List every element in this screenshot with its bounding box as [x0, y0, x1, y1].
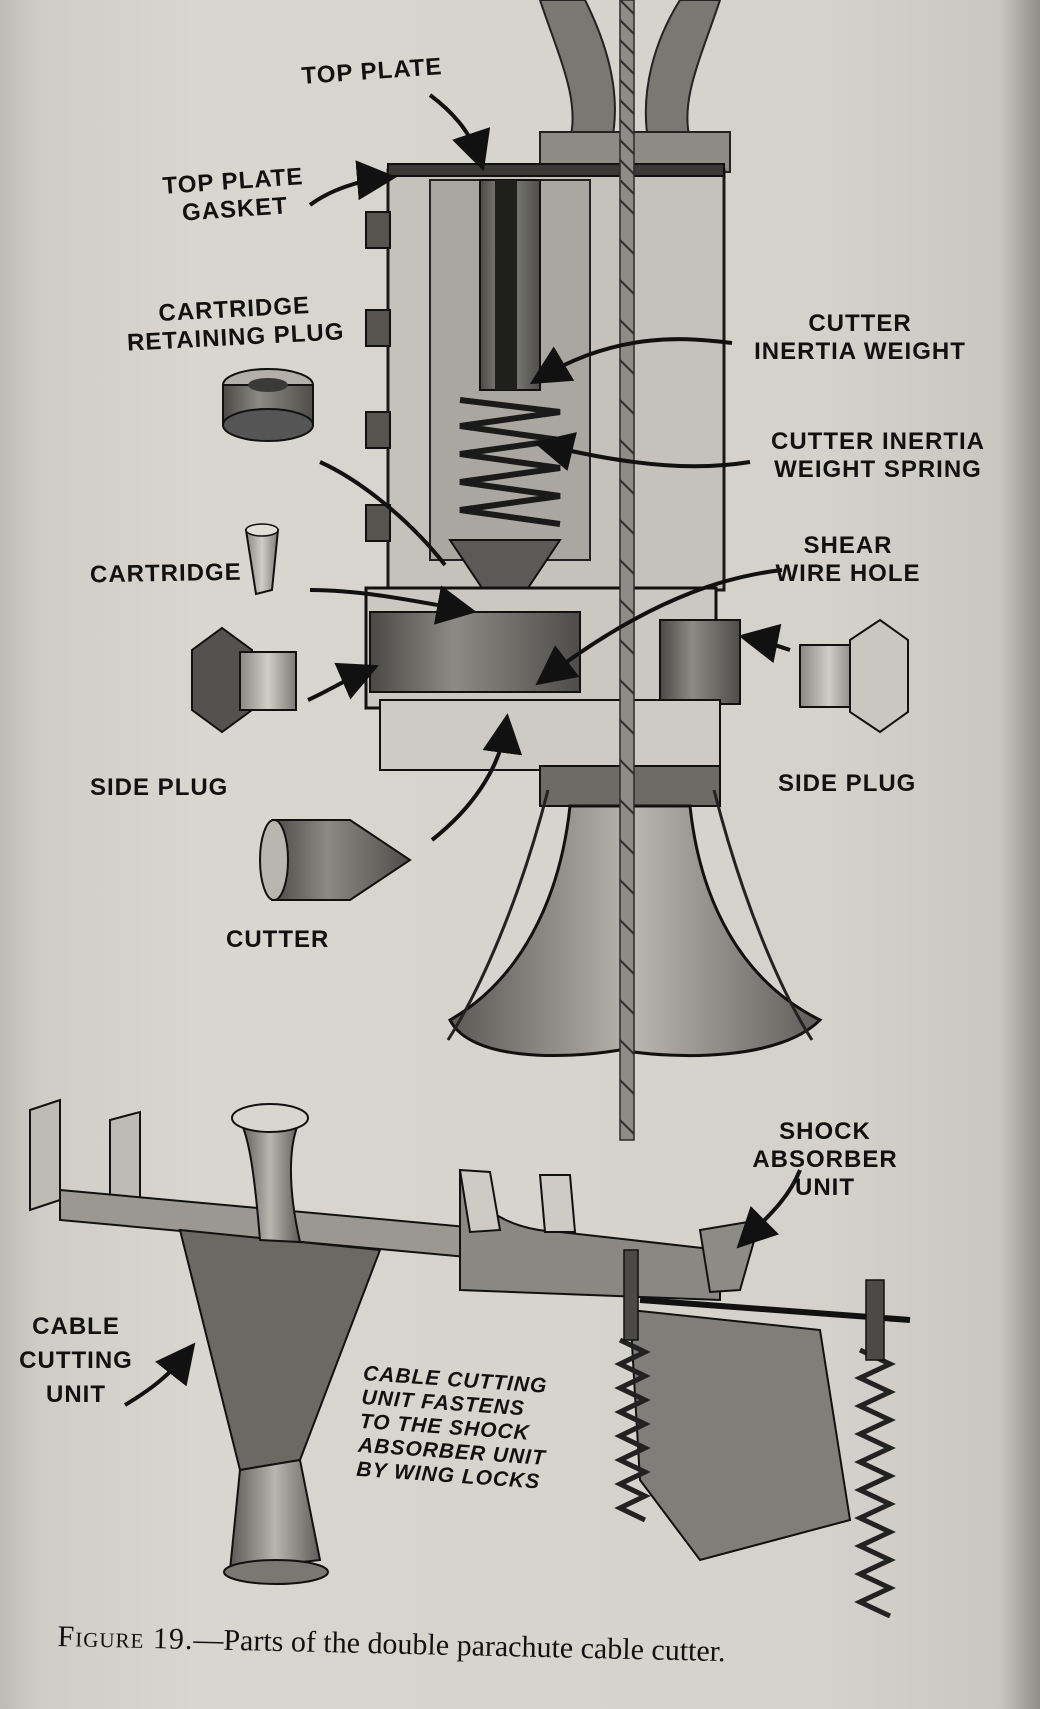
label-side-plug-right: SIDE PLUG: [778, 770, 917, 797]
label-shear-wire-hole: SHEAR WIRE HOLE: [775, 532, 921, 587]
cartridge-part: [244, 523, 280, 596]
upper-arms: [538, 0, 731, 173]
cutter-part: [259, 819, 412, 901]
cable-cutting-unit-part: [29, 1098, 501, 1585]
label-cartridge: CARTRIDGE: [89, 558, 242, 589]
figure-number: Figure 19.: [57, 1620, 194, 1657]
label-side-plug-left: SIDE PLUG: [90, 774, 229, 801]
cable: [619, 0, 635, 1141]
fastening-note: CABLE CUTTING UNIT FASTENS TO THE SHOCK …: [355, 1362, 549, 1494]
label-cutter: CUTTER: [226, 926, 330, 953]
label-top-plate-gasket: TOP PLATE GASKET: [161, 163, 305, 227]
cartridge-retaining-plug-part: [222, 368, 314, 442]
side-plug-left-part: [191, 626, 297, 734]
cross-block: [364, 586, 741, 771]
label-shock-absorber-unit: SHOCK ABSORBER UNIT: [752, 1118, 898, 1201]
label-cable-cutting-unit: CABLE CUTTING UNIT: [19, 1313, 133, 1408]
caption-dash: —: [193, 1623, 224, 1657]
leader-lines: [123, 93, 802, 1407]
label-cutter-inertia-weight: CUTTER INERTIA WEIGHT: [754, 310, 966, 365]
label-cutter-inertia-weight-spring: CUTTER INERTIA WEIGHT SPRING: [771, 428, 985, 483]
shock-absorber-unit-part: [458, 1168, 911, 1619]
side-plug-right-part: [799, 618, 909, 734]
